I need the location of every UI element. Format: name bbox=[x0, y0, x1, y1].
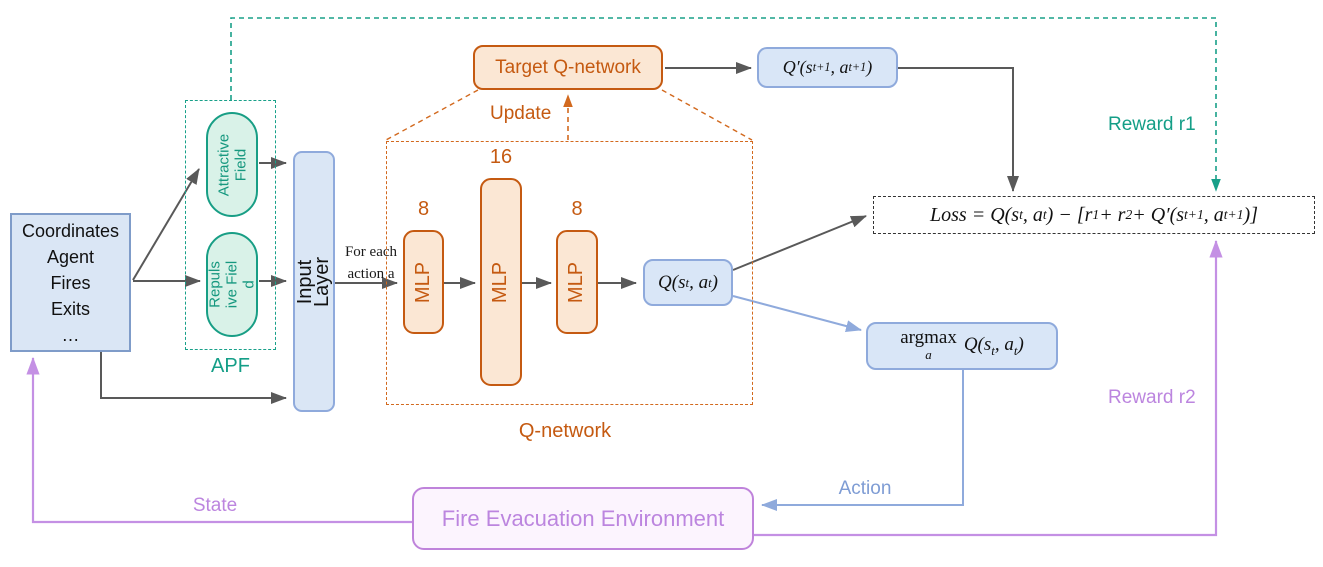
repulsive-field-node: Repulsive Field bbox=[206, 232, 258, 337]
mlp2-units-label: 16 bbox=[489, 146, 513, 168]
mlp3-label: MLP bbox=[565, 261, 588, 303]
arrow-state-env-to-statebox bbox=[26, 356, 412, 524]
input-layer-node: Input Layer bbox=[293, 151, 335, 412]
mlp3-units-label: 8 bbox=[571, 198, 583, 220]
q-network-frame bbox=[386, 141, 753, 405]
mlp1-units-label: 8 bbox=[417, 198, 430, 220]
reward2-edge-label: Reward r2 bbox=[1108, 387, 1196, 408]
fire-evacuation-environment-node: Fire Evacuation Environment bbox=[412, 487, 754, 550]
arrow-qprime-to-loss bbox=[898, 67, 1019, 192]
action-edge-label: Action bbox=[838, 478, 892, 499]
repulsive-field-label: Repulsive Field bbox=[206, 260, 258, 309]
argmax-node: argmax a Q(st, at) bbox=[866, 322, 1058, 370]
arrow-qvalue-to-loss bbox=[732, 215, 867, 271]
attractive-field-label: Attractive Field bbox=[215, 133, 249, 196]
arrow-qvalue-to-argmax bbox=[732, 295, 862, 332]
mlp1-node: MLP bbox=[403, 230, 444, 334]
line-target-frame-right bbox=[661, 89, 753, 141]
update-label: Update bbox=[490, 103, 552, 124]
argmax-operator-text: argmax bbox=[900, 327, 957, 348]
input-layer-label: Input Layer bbox=[294, 256, 333, 307]
arrow-action-to-environment bbox=[761, 370, 964, 511]
arrow-reward1-apf-to-loss bbox=[230, 17, 1221, 192]
for-each-action-annotation: For each action a bbox=[344, 244, 398, 282]
q-network-label: Q-network bbox=[518, 420, 612, 442]
argmax-expression: Q(st, at) bbox=[963, 333, 1024, 358]
arrow-state-to-input-bottom bbox=[100, 352, 287, 404]
state-coordinates-text: Coordinates Agent Fires Exits … bbox=[21, 220, 120, 345]
apf-label: APF bbox=[211, 355, 250, 377]
mlp2-node: MLP bbox=[480, 178, 522, 386]
apf-frame bbox=[185, 100, 276, 350]
line-target-frame-left bbox=[385, 89, 479, 141]
arrow-state-to-attractive bbox=[132, 168, 200, 281]
mlp2-label: MLP bbox=[489, 261, 512, 303]
state-edge-label: State bbox=[192, 495, 238, 516]
arrow-reward2-env-to-loss bbox=[754, 239, 1223, 537]
target-q-network-node: Target Q-network bbox=[473, 45, 663, 90]
mlp1-label: MLP bbox=[412, 261, 434, 303]
attractive-field-node: Attractive Field bbox=[206, 112, 258, 217]
argmax-operator-subscript: a bbox=[925, 347, 932, 362]
argmax-operator: argmax a bbox=[900, 327, 957, 363]
state-coordinates-box: Coordinates Agent Fires Exits … bbox=[10, 213, 131, 352]
reward1-edge-label: Reward r1 bbox=[1108, 114, 1196, 135]
mlp3-node: MLP bbox=[556, 230, 598, 334]
